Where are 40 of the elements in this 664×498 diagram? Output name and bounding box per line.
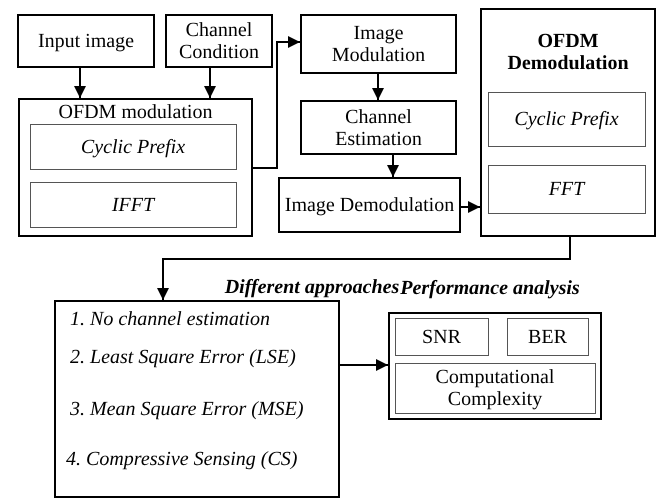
sub-process-box (488, 92, 646, 146)
box-label: IFFT (110, 194, 156, 216)
box-label: Channel Estimation (334, 106, 423, 150)
box-label: Channel Condition (178, 19, 260, 63)
arrow (204, 68, 216, 98)
arrow (340, 359, 388, 371)
arrow (461, 201, 480, 213)
box-label: Image Demodulation (284, 194, 456, 216)
process-box (480, 8, 656, 237)
box-label: Cyclic Prefix (513, 108, 620, 130)
arrow (74, 68, 86, 98)
list-item: 3. Mean Square Error (MSE) (70, 398, 304, 420)
sub-process-box (30, 124, 236, 170)
sub-process-box (394, 318, 488, 356)
arrow (387, 155, 399, 177)
list-item: 4. Compressive Sensing (CS) (66, 448, 298, 470)
box-label: FFT (548, 178, 586, 200)
process-box (278, 177, 461, 233)
box-heading: OFDM modulation (58, 101, 214, 123)
process-box (300, 14, 457, 74)
box-label: Cyclic Prefix (80, 136, 186, 158)
process-box (18, 98, 253, 237)
arrow (157, 237, 571, 300)
process-box (17, 14, 155, 68)
box-label: BER (527, 326, 568, 348)
arrow (372, 74, 384, 100)
list-item: 1. No channel estimation (70, 308, 270, 330)
sub-process-box (394, 362, 596, 414)
sub-process-box (506, 318, 588, 356)
sub-process-box (30, 182, 236, 228)
box-heading: OFDM Demodulation (506, 30, 630, 74)
box-label: SNR (421, 326, 462, 348)
process-box (300, 100, 457, 155)
arrow (253, 36, 300, 169)
box-label: Input image (36, 30, 136, 52)
sub-process-box (488, 164, 646, 214)
process-box (165, 14, 273, 68)
list-item: 2. Least Square Error (LSE) (70, 346, 296, 368)
box-label: Computational Complexity (434, 366, 556, 410)
box-label: Image Modulation (330, 22, 426, 66)
